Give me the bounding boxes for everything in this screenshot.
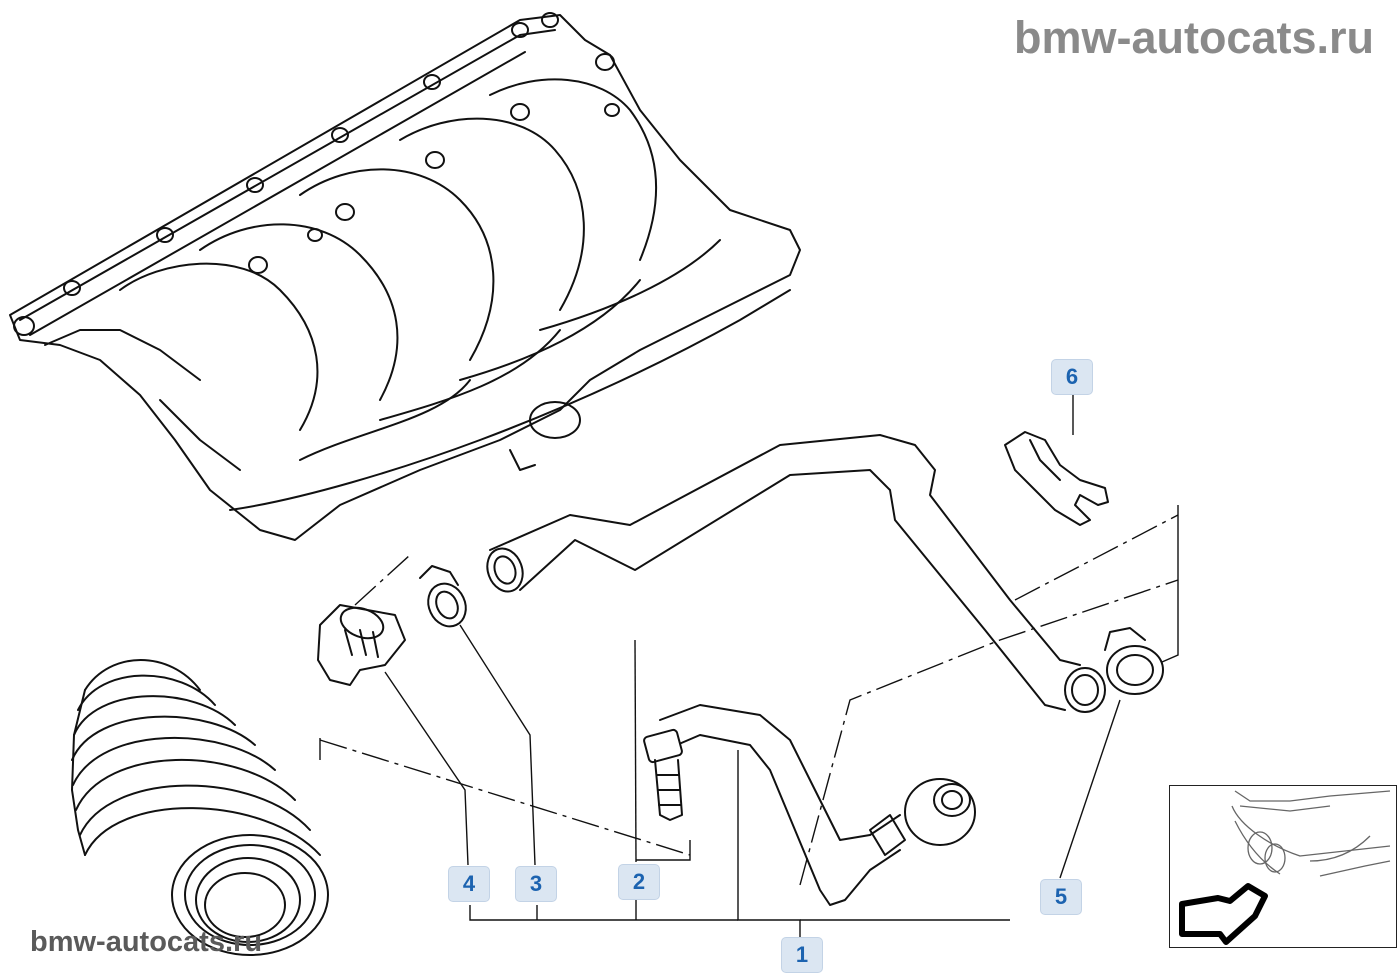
callout-1[interactable]: 1 xyxy=(781,937,823,973)
intake-manifold xyxy=(9,12,801,541)
watermark-top: bmw-autocats.ru xyxy=(1013,12,1374,63)
callout-6[interactable]: 6 xyxy=(1051,359,1093,395)
hose-nipple xyxy=(643,728,683,821)
callout-4[interactable]: 4 xyxy=(448,866,490,902)
assembly-lines xyxy=(319,514,1179,886)
spring-clip xyxy=(1004,431,1109,526)
callout-2[interactable]: 2 xyxy=(618,864,660,900)
direction-arrow-icon xyxy=(1179,883,1268,945)
watermark-bottom: bmw-autocats.ru xyxy=(30,926,263,958)
callout-5[interactable]: 5 xyxy=(1040,879,1082,915)
callout-3[interactable]: 3 xyxy=(515,866,557,902)
car-front-locator-icon xyxy=(1231,790,1391,877)
pressure-control-valve xyxy=(317,604,406,686)
leader-lines xyxy=(319,395,1179,937)
location-thumbnail xyxy=(1169,785,1397,948)
hose-clamp-5 xyxy=(1104,627,1164,695)
intake-boot xyxy=(71,659,329,956)
hose-clamp-3 xyxy=(419,565,467,628)
vent-hose xyxy=(486,434,1106,713)
lower-vent-hose xyxy=(659,704,976,906)
